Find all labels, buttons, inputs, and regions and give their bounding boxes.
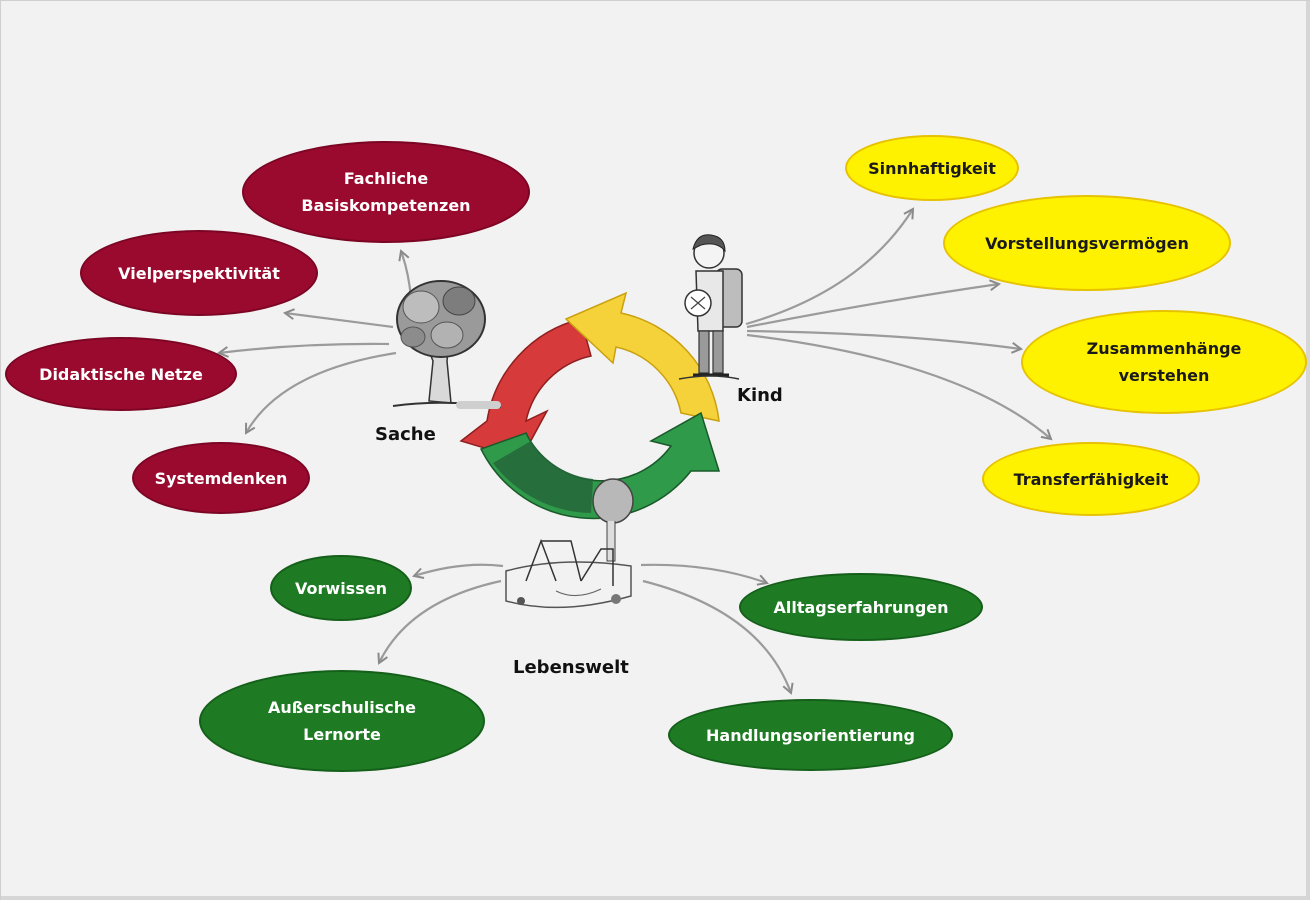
- child-with-backpack-icon: [678, 234, 743, 380]
- arrow-lebenswelt-ausserschulische: [379, 579, 502, 663]
- arrow-lebenswelt-handlung: [642, 579, 791, 693]
- arrow-kind-sinnhaftigkeit: [745, 209, 913, 326]
- cycle-arrow-red: [459, 318, 592, 460]
- node-sinnhaftigkeit: Sinnhaftigkeit: [845, 135, 1019, 201]
- node-transferfaehigkeit: Transferfähigkeit: [982, 442, 1200, 516]
- node-ausserschulische-lernorte: Außerschulische Lernorte: [199, 670, 485, 772]
- hub-label-lebenswelt: Lebenswelt: [513, 657, 629, 678]
- arrow-sache-systemdenken: [246, 351, 397, 433]
- node-zusammenhaenge-verstehen: Zusammenhänge verstehen: [1021, 310, 1307, 414]
- arrow-sache-vielperspektivitaet: [285, 313, 394, 329]
- node-handlungsorientierung: Handlungsorientierung: [668, 699, 953, 771]
- node-vorstellungsvermoegen: Vorstellungsvermögen: [943, 195, 1231, 291]
- node-alltagserfahrungen: Alltagserfahrungen: [739, 573, 983, 641]
- node-didaktische-netze: Didaktische Netze: [5, 337, 237, 411]
- arrow-sache-didaktische: [219, 342, 390, 353]
- cycle-ring: [459, 291, 721, 520]
- arrow-kind-vorstellungsvermoegen: [746, 284, 999, 329]
- node-fachliche-basiskompetenzen: Fachliche Basiskompetenzen: [242, 141, 530, 243]
- node-systemdenken: Systemdenken: [132, 442, 310, 514]
- arrow-lebenswelt-vorwissen: [414, 563, 504, 576]
- arrow-kind-transfer: [746, 333, 1051, 439]
- node-vielperspektivitaet: Vielperspektivität: [80, 230, 318, 316]
- hub-label-sache: Sache: [375, 424, 436, 445]
- tree-icon: [392, 280, 502, 409]
- arrow-lebenswelt-alltag: [640, 563, 767, 583]
- playground-icon: [505, 478, 634, 609]
- arrow-kind-zusammenhaenge: [746, 329, 1021, 349]
- hub-label-kind: Kind: [737, 385, 783, 406]
- node-vorwissen: Vorwissen: [270, 555, 412, 621]
